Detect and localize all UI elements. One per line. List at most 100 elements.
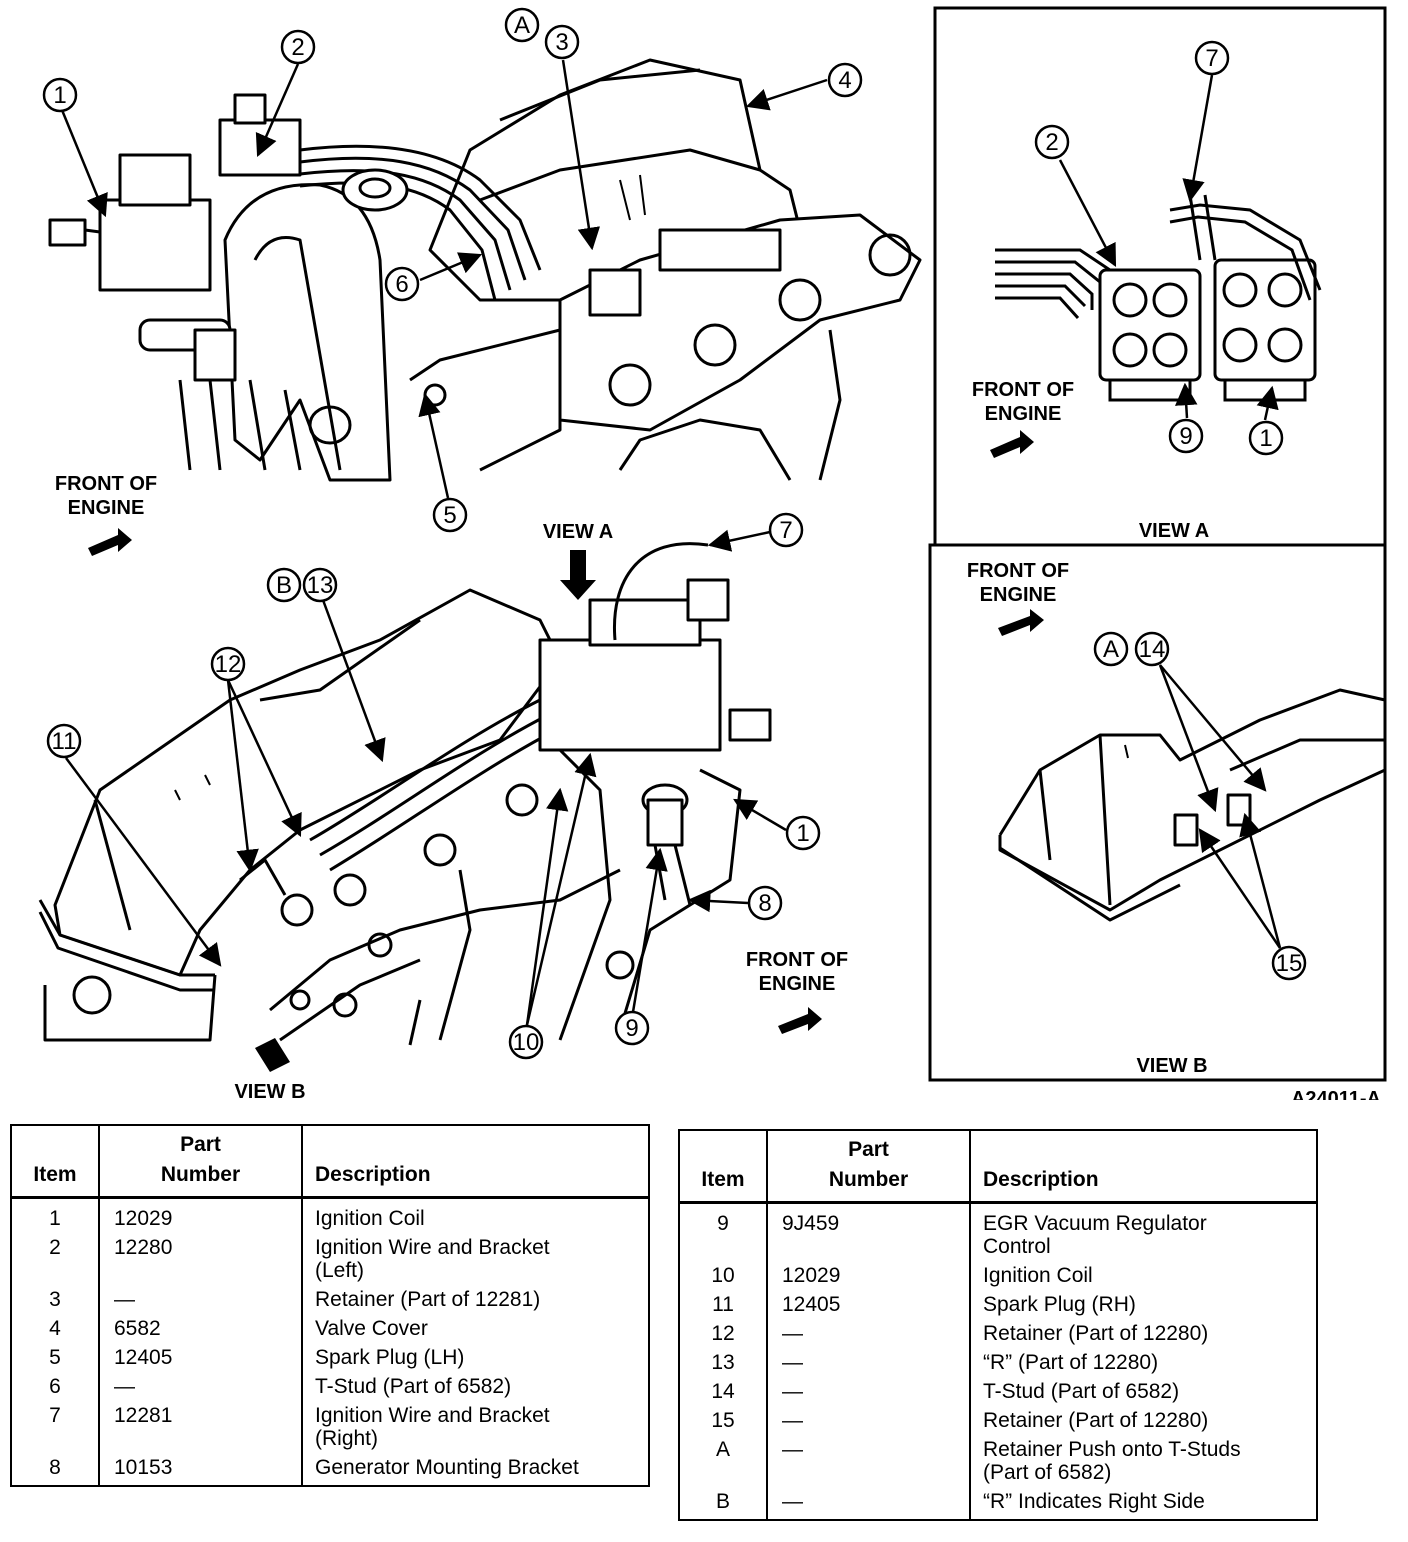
svg-text:B: B bbox=[276, 572, 292, 599]
callout-1-lower: 1 bbox=[785, 815, 821, 851]
description-cell: Generator Mounting Bracket bbox=[315, 1456, 579, 1479]
svg-text:2: 2 bbox=[1045, 129, 1058, 156]
item-cell: 11 bbox=[679, 1291, 768, 1320]
svg-text:14: 14 bbox=[1139, 636, 1166, 663]
item-cell: 14 bbox=[679, 1378, 768, 1407]
svg-text:9: 9 bbox=[625, 1015, 638, 1042]
item-cell: 15 bbox=[679, 1407, 768, 1436]
callouts: 1 2 A 3 4 6 5 7 B 13 12 11 1 8 9 10 2 7 … bbox=[42, 7, 1307, 1060]
lower-engine-illustration bbox=[38, 542, 772, 1046]
part-number-cell: 12029 bbox=[99, 1197, 303, 1234]
part-number-cell: 12405 bbox=[99, 1344, 303, 1373]
table-row: 13—“R” (Part of 12280) bbox=[679, 1349, 1317, 1378]
svg-text:12: 12 bbox=[215, 651, 242, 678]
callout-3: 3 bbox=[544, 24, 580, 60]
part-number-cell: — bbox=[767, 1436, 971, 1488]
description-cell: Retainer Push onto T-Studs(Part of 6582) bbox=[983, 1438, 1241, 1484]
description-cell: Valve Cover bbox=[315, 1317, 428, 1340]
svg-text:6: 6 bbox=[395, 271, 408, 298]
col-description-header: Description bbox=[302, 1125, 649, 1199]
part-number-cell: 12405 bbox=[767, 1291, 971, 1320]
col-item-header: Item bbox=[679, 1130, 768, 1204]
svg-text:7: 7 bbox=[1205, 45, 1218, 72]
item-cell: 6 bbox=[11, 1373, 100, 1402]
svg-text:9: 9 bbox=[1179, 423, 1192, 450]
description-cell: Retainer (Part of 12281) bbox=[315, 1288, 541, 1311]
view-a-label-main: VIEW A bbox=[543, 521, 613, 543]
svg-text:A: A bbox=[514, 12, 530, 39]
callout-A-top: A bbox=[504, 7, 540, 43]
svg-text:4: 4 bbox=[838, 67, 851, 94]
svg-text:10: 10 bbox=[513, 1029, 540, 1056]
item-cell: 1 bbox=[11, 1197, 100, 1234]
part-number-cell: 12029 bbox=[767, 1262, 971, 1291]
view-a-label-inset: VIEW A bbox=[1139, 520, 1209, 542]
table-row: B—“R” Indicates Right Side bbox=[679, 1488, 1317, 1520]
svg-text:1: 1 bbox=[53, 82, 66, 109]
ignition-system-diagram: 1 2 A 3 4 6 5 7 B 13 12 11 1 8 9 10 2 7 … bbox=[38, 6, 1387, 1100]
description-cell: Ignition Coil bbox=[315, 1207, 425, 1230]
description-cell: Ignition Wire and Bracket(Left) bbox=[315, 1236, 550, 1282]
part-number-cell: — bbox=[767, 1349, 971, 1378]
item-cell: 7 bbox=[11, 1402, 100, 1454]
table-row: 12—Retainer (Part of 12280) bbox=[679, 1320, 1317, 1349]
description-cell: T-Stud (Part of 6582) bbox=[983, 1380, 1180, 1403]
svg-text:5: 5 bbox=[443, 502, 456, 529]
item-cell: 12 bbox=[679, 1320, 768, 1349]
item-cell: 10 bbox=[679, 1262, 768, 1291]
part-number-cell: 9J459 bbox=[767, 1202, 971, 1262]
table-row: A— Retainer Push onto T-Studs(Part of 658… bbox=[679, 1436, 1317, 1488]
item-cell: 3 bbox=[11, 1286, 100, 1315]
part-number-cell: 10153 bbox=[99, 1454, 303, 1486]
callout-10: 10 bbox=[508, 1024, 544, 1060]
svg-text:11: 11 bbox=[52, 728, 77, 755]
callout-6: 6 bbox=[384, 266, 420, 302]
part-number-cell: — bbox=[767, 1378, 971, 1407]
svg-text:8: 8 bbox=[758, 890, 771, 917]
description-cell: T-Stud (Part of 6582) bbox=[315, 1375, 512, 1398]
part-number-cell: — bbox=[99, 1373, 303, 1402]
callout-5: 5 bbox=[432, 497, 468, 533]
svg-text:1: 1 bbox=[796, 820, 809, 847]
callout-7: 7 bbox=[768, 512, 804, 548]
item-cell: A bbox=[679, 1436, 768, 1488]
description-cell: Ignition Wire and Bracket(Right) bbox=[315, 1404, 550, 1450]
callout-8: 8 bbox=[747, 885, 783, 921]
view-b-illustration bbox=[998, 688, 1386, 922]
part-number-cell: — bbox=[767, 1407, 971, 1436]
description-cell: “R” Indicates Right Side bbox=[983, 1490, 1205, 1513]
item-cell: B bbox=[679, 1488, 768, 1520]
callout-A-view-b: A bbox=[1093, 631, 1129, 667]
part-number-cell: 12281 bbox=[99, 1402, 303, 1454]
item-cell: 2 bbox=[11, 1234, 100, 1286]
svg-text:1: 1 bbox=[1259, 425, 1272, 452]
front-arrow-icon-1 bbox=[88, 528, 132, 556]
table-row: 14— T-Stud (Part of 6582) bbox=[679, 1378, 1317, 1407]
table-row: 3—Retainer (Part of 12281) bbox=[11, 1286, 649, 1315]
callout-2-view-a: 2 bbox=[1034, 124, 1070, 160]
description-cell: Retainer (Part of 12280) bbox=[983, 1322, 1209, 1345]
item-cell: 9 bbox=[679, 1202, 768, 1262]
front-arrow-icons bbox=[88, 430, 1044, 1072]
view-b-label-main: VIEW B bbox=[234, 1081, 305, 1100]
leader-lines bbox=[60, 59, 1282, 1026]
figure-id: A24011-A bbox=[1291, 1088, 1381, 1100]
callout-B: B bbox=[266, 567, 302, 603]
callout-9-view-a: 9 bbox=[1168, 418, 1204, 454]
item-cell: 5 bbox=[11, 1344, 100, 1373]
col-item-header: Item bbox=[11, 1125, 100, 1199]
